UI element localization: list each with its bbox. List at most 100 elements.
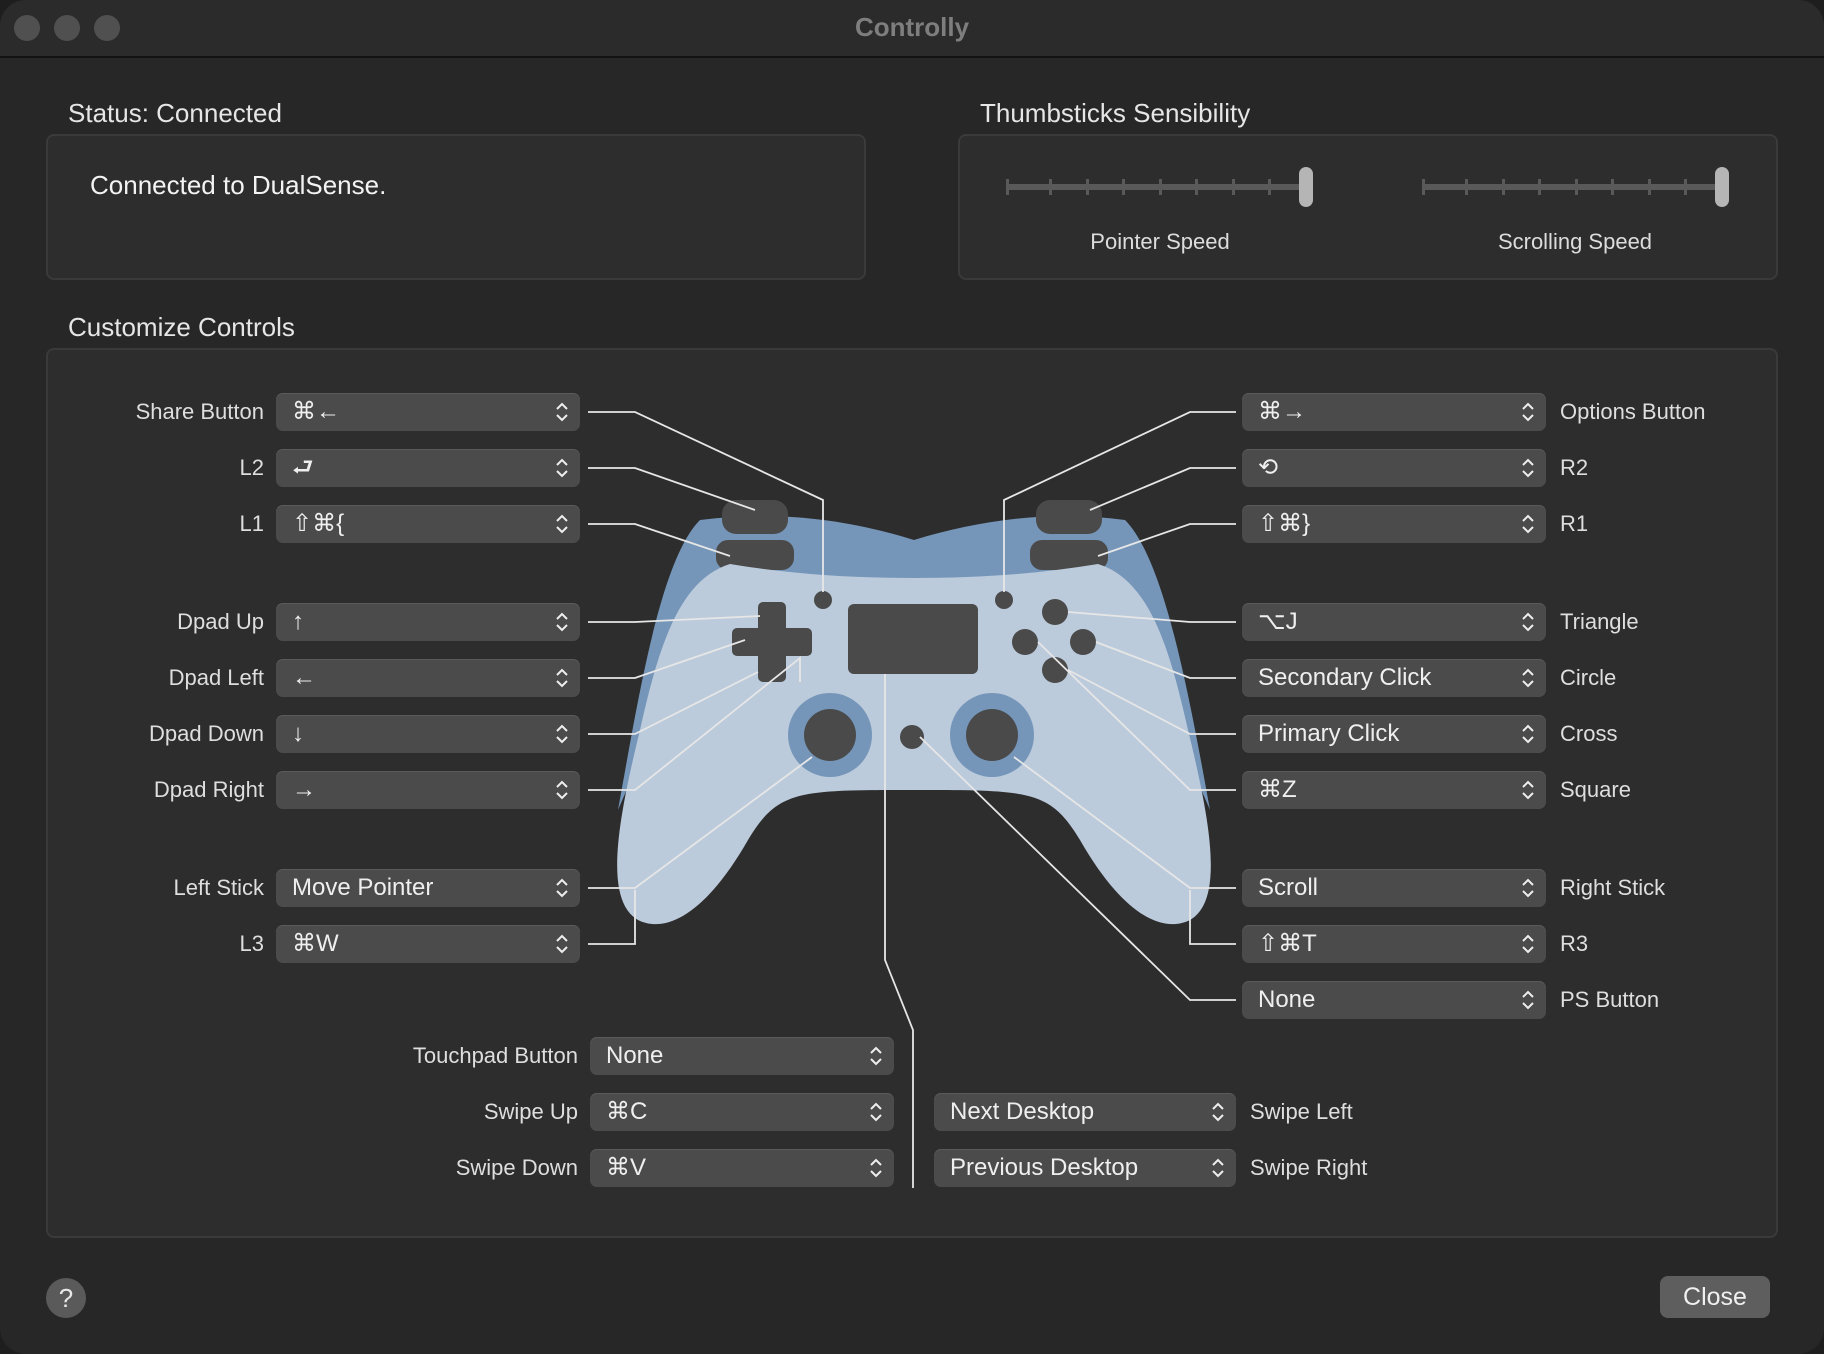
right-stick [966,709,1018,761]
swipe-down-label: Swipe Down [455,1155,578,1180]
chevron-updown-icon [556,724,568,744]
customize-heading: Customize Controls [68,312,295,342]
chevron-updown-icon [1522,990,1534,1010]
circle-label: Circle [1560,665,1617,690]
touchpad-button-popup[interactable]: None [590,1037,894,1075]
square-label: Square [1560,777,1631,802]
chevron-updown-icon [556,458,568,478]
close-window-button[interactable] [14,15,40,41]
chevron-updown-icon [870,1046,882,1066]
chevron-updown-icon [556,612,568,632]
r3-popup[interactable]: ⇧⌘T [1242,925,1546,963]
options-button-label: Options Button [1560,399,1706,424]
l3-label: L3 [239,931,264,956]
chevron-updown-icon [556,878,568,898]
swipe-down-popup[interactable]: ⌘V [590,1149,894,1187]
swipe-left-label: Swipe Left [1250,1099,1353,1124]
ps-button [900,725,924,749]
swipe-right-popup[interactable]: Previous Desktop [934,1149,1236,1187]
l1-label: L1 [239,511,264,536]
r1-bumper [1030,540,1108,570]
dpad-up-label: Dpad Up [177,609,264,634]
swipe-right-label: Swipe Right [1250,1155,1368,1180]
r2-label: R2 [1560,455,1589,480]
swipe-left-popup[interactable]: Next Desktop [934,1093,1236,1131]
chevron-updown-icon [556,514,568,534]
triangle-popup[interactable]: ⌥J [1242,603,1546,641]
right-stick-popup[interactable]: Scroll [1242,869,1546,907]
chevron-updown-icon [1522,724,1534,744]
zoom-window-button[interactable] [94,15,120,41]
r3-label: R3 [1560,931,1589,956]
chevron-updown-icon [1522,780,1534,800]
minimize-window-button[interactable] [54,15,80,41]
sensibility-heading: Thumbsticks Sensibility [980,98,1251,128]
dpad-left-popup[interactable]: ← [276,659,580,697]
cross-label: Cross [1560,721,1618,746]
l2-trigger [722,500,788,534]
share-button-label: Share Button [135,399,264,424]
triangle-label: Triangle [1560,609,1639,634]
circle-popup[interactable]: Secondary Click [1242,659,1546,697]
dpad-right-label: Dpad Right [153,777,264,802]
square-popup[interactable]: ⌘Z [1242,771,1546,809]
l1-popup[interactable]: ⇧⌘{ [276,505,580,543]
chevron-updown-icon [1522,514,1534,534]
right-stick-label: Right Stick [1560,875,1666,900]
left-stick-popup[interactable]: Move Pointer [276,869,580,907]
share-button-popup[interactable]: ⌘← [276,393,580,431]
chevron-updown-icon [1522,458,1534,478]
status-heading: Status: Connected [68,98,282,128]
left-stick [804,709,856,761]
touchpad-button-label: Touchpad Button [412,1043,578,1068]
dpad-down-label: Dpad Down [149,721,264,746]
dpad-down-popup[interactable]: ↓ [276,715,580,753]
ps-button-popup[interactable]: None [1242,981,1546,1019]
help-button[interactable]: ? [46,1278,86,1318]
dpad-right-popup[interactable]: → [276,771,580,809]
pointer-speed-label: Pointer Speed [1090,229,1230,254]
chevron-updown-icon [556,402,568,422]
connector-lines [588,411,1236,1188]
chevron-updown-icon [870,1158,882,1178]
title-bar: Controlly [0,0,1824,58]
status-box [46,134,866,280]
chevron-updown-icon [556,780,568,800]
dpad-left-label: Dpad Left [168,665,264,690]
chevron-updown-icon [1522,612,1534,632]
scrolling-speed-knob[interactable] [1715,167,1729,207]
share-button-dot [814,591,832,609]
r2-trigger [1036,500,1102,534]
close-button[interactable]: Close [1660,1276,1770,1318]
ps-button-label: PS Button [1560,987,1660,1012]
l2-popup[interactable]: ⮐ [276,449,580,487]
pointer-speed-track[interactable] [1006,184,1310,190]
sensibility-box [958,134,1778,280]
scrolling-speed-track[interactable] [1422,184,1726,190]
cross-button [1042,657,1068,683]
swipe-up-popup[interactable]: ⌘C [590,1093,894,1131]
options-button-dot [995,591,1013,609]
triangle-button [1042,599,1068,625]
chevron-updown-icon [556,934,568,954]
r2-popup[interactable]: ⟲ [1242,449,1546,487]
chevron-updown-icon [1522,402,1534,422]
touchpad [848,604,978,674]
chevron-updown-icon [1522,668,1534,688]
swipe-up-label: Swipe Up [483,1099,578,1124]
scrolling-speed-label: Scrolling Speed [1497,229,1653,254]
pointer-speed-knob[interactable] [1299,167,1313,207]
r1-popup[interactable]: ⇧⌘} [1242,505,1546,543]
l3-popup[interactable]: ⌘W [276,925,580,963]
circle-button [1070,629,1096,655]
options-button-popup[interactable]: ⌘→ [1242,393,1546,431]
l2-label: L2 [239,455,264,480]
status-message: Connected to DualSense. [90,170,387,200]
cross-popup[interactable]: Primary Click [1242,715,1546,753]
window-title: Controlly [854,12,970,42]
dpad-up-popup[interactable]: ↑ [276,603,580,641]
chevron-updown-icon [1212,1102,1224,1122]
l1-bumper [716,540,794,570]
